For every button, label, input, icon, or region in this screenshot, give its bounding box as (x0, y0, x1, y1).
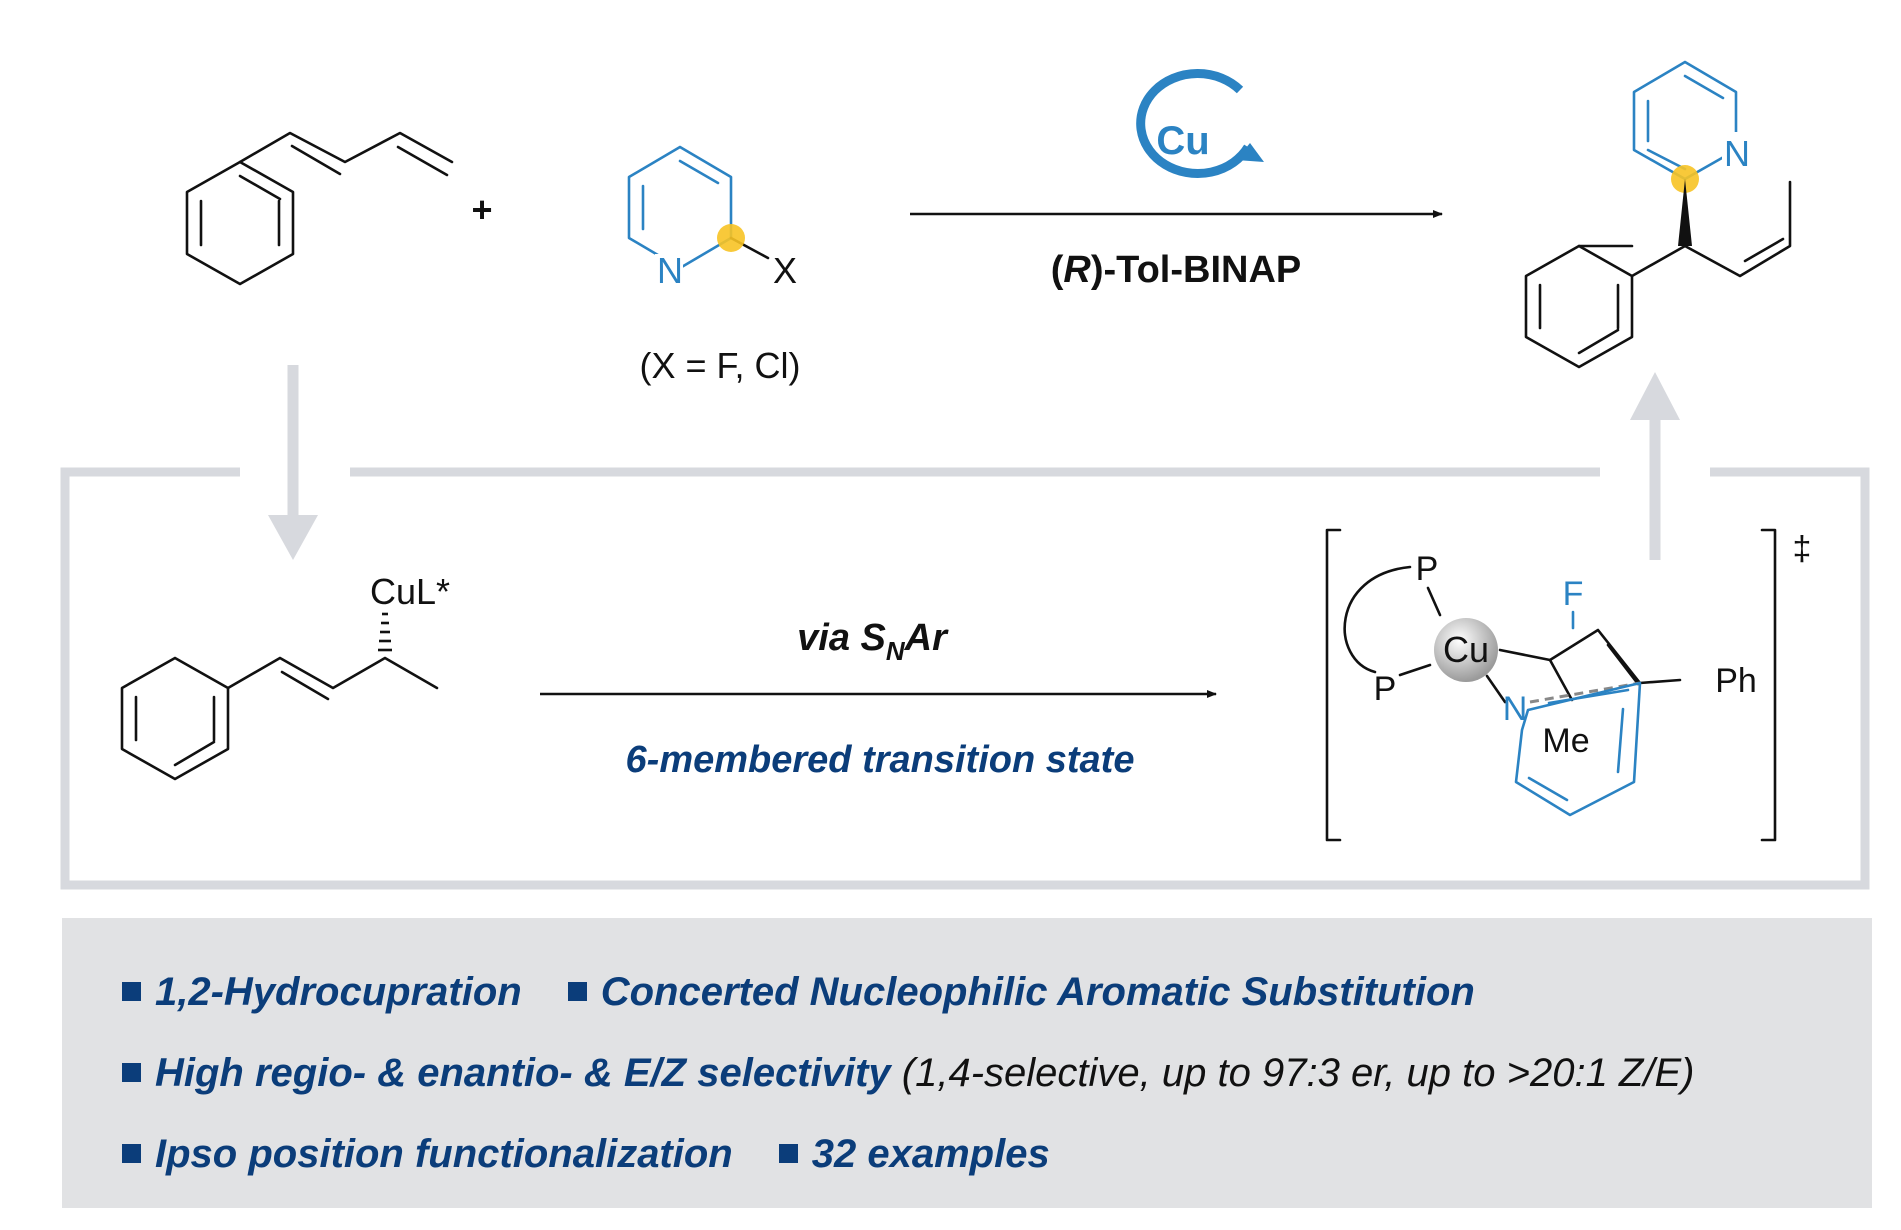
transition-state: ‡ P P Cu F N Me Ph (1325, 528, 1812, 842)
svg-text:P: P (1374, 670, 1397, 708)
product-release-arrow (1630, 372, 1680, 560)
ts-description: 6-membered transition state (626, 739, 1135, 781)
svg-text:Ph: Ph (1715, 662, 1757, 700)
svg-text:N: N (1724, 133, 1750, 174)
selectivity-note: (1,4-selective, up to 97:3 er, up to >20… (901, 1051, 1695, 1095)
snar-label: via SNAr (797, 617, 949, 666)
plus-sign: + (471, 189, 492, 230)
hydrocupration-arrow (268, 365, 318, 560)
svg-text:P: P (1416, 550, 1439, 588)
ligand-label: (R)-Tol-BINAP (1051, 249, 1301, 291)
ipso-highlight (717, 224, 745, 252)
svg-text:X: X (773, 250, 797, 291)
halopyridine-reactant: N X (627, 145, 797, 291)
double-dagger: ‡ (1793, 530, 1812, 568)
features-row-2: High regio- & enantio- & E/Z selectivity… (122, 1051, 1740, 1096)
svg-text:Me: Me (1542, 722, 1589, 760)
features-row-1: 1,2-Hydrocupration Concerted Nucleophilic… (122, 970, 1521, 1015)
bullet-square-icon (778, 1144, 798, 1163)
mechanism-frame (60, 467, 1870, 890)
feature-item: 1,2-Hydrocupration (122, 970, 522, 1015)
diene-reactant (185, 131, 454, 286)
catalytic-cycle-icon: Cu (1136, 69, 1264, 178)
bullet-square-icon (567, 982, 587, 1001)
features-panel: 1,2-Hydrocupration Concerted Nucleophilic… (62, 918, 1872, 1208)
svg-text:Cu: Cu (1443, 629, 1489, 670)
feature-item: 32 examples (778, 1132, 1050, 1177)
svg-text:N: N (657, 250, 683, 291)
bullet-square-icon (122, 1063, 141, 1082)
leaving-group-note: (X = F, Cl) (639, 345, 800, 386)
bullet-square-icon (122, 1144, 141, 1163)
svg-text:F: F (1563, 575, 1584, 613)
svg-text:Cu: Cu (1156, 119, 1209, 163)
bullet-square-icon (122, 982, 141, 1001)
svg-text:CuL*: CuL* (370, 571, 450, 612)
svg-text:N: N (1503, 690, 1528, 728)
feature-item: Concerted Nucleophilic Aromatic Substitu… (567, 970, 1475, 1015)
feature-item: High regio- & enantio- & E/Z selectivity… (122, 1051, 1694, 1096)
feature-item: Ipso position functionalization (122, 1132, 733, 1177)
allylcopper-intermediate: CuL* (120, 571, 450, 781)
features-row-3: Ipso position functionalization 32 exampl… (122, 1132, 1096, 1177)
product-molecule: N (1524, 60, 1792, 369)
